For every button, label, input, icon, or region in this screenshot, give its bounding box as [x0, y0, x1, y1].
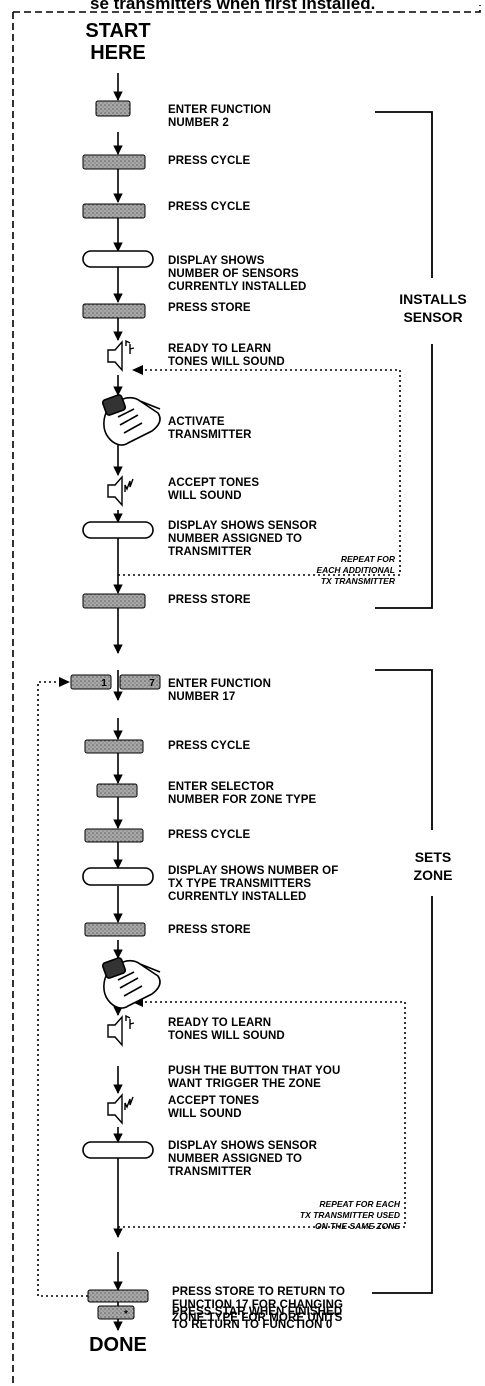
section-installs-sensor: INSTALLS SENSOR [399, 291, 467, 325]
hand-transmitter-icon-1 [101, 394, 161, 446]
store-key-2 [82, 593, 146, 609]
step-label: PRESS STORE [168, 594, 251, 606]
star-key-glyph: * [124, 1309, 128, 1320]
hand-transmitter-icons [101, 394, 161, 1009]
page-header: se transmitters when first installed. [90, 0, 376, 13]
cycle-key-3 [84, 739, 144, 754]
key-glyphs: 1 7 * [101, 678, 155, 1320]
step-label: READY TO LEARN TONES WILL SOUND [168, 343, 285, 368]
star-key [97, 1305, 135, 1320]
step-label: DISPLAY SHOWS SENSOR NUMBER ASSIGNED TO … [168, 520, 317, 558]
speaker-icon-1 [107, 339, 135, 372]
cycle-key-1 [82, 154, 146, 170]
key-1 [70, 674, 112, 690]
display-1 [82, 250, 154, 268]
step-label: ENTER FUNCTION NUMBER 17 [168, 678, 271, 703]
step-label: ENTER SELECTOR NUMBER FOR ZONE TYPE [168, 781, 317, 806]
step-label: PRESS CYCLE [168, 155, 251, 167]
loop-paths [37, 369, 406, 1297]
step-label: ENTER FUNCTION NUMBER 2 [168, 104, 271, 129]
start-label: START HERE [85, 20, 151, 64]
step-label: ACCEPT TONES WILL SOUND [168, 477, 260, 502]
step-label: PRESS CYCLE [168, 829, 251, 841]
step-label: DISPLAY SHOWS SENSOR NUMBER ASSIGNED TO … [168, 1140, 317, 1178]
display-4 [82, 1141, 154, 1159]
dashed-frame [12, 5, 481, 1386]
key-7-glyph: 7 [149, 678, 155, 689]
section-brackets [372, 111, 433, 1294]
cycle-key-4 [84, 828, 144, 843]
step-label: PRESS STORE [168, 302, 251, 314]
keypad-keys [70, 100, 161, 1320]
step-label: ACCEPT TONES WILL SOUND [168, 1095, 260, 1120]
speaker-icons [107, 339, 135, 1125]
step-label: PUSH THE BUTTON THAT YOU WANT TRIGGER TH… [168, 1065, 341, 1090]
hand-transmitter-icon-2 [101, 957, 161, 1009]
repeat-note-1: REPEAT FOR EACH ADDITIONAL TX TRANSMITTE… [316, 554, 395, 586]
key-1-glyph: 1 [101, 678, 107, 689]
store-key-1 [82, 303, 146, 319]
repeat-note-2: REPEAT FOR EACH TX TRANSMITTER USED ON T… [299, 1199, 400, 1231]
speaker-icon-2 [107, 475, 134, 507]
done-label: DONE [89, 1334, 147, 1356]
step-label: PRESS CYCLE [168, 201, 251, 213]
display-2 [82, 521, 154, 539]
key-2 [95, 100, 131, 117]
step-label: PRESS STAR WHEN FINISHED TO RETURN TO FU… [172, 1306, 343, 1331]
speaker-icon-4 [107, 1093, 134, 1125]
store-key-4 [87, 1289, 149, 1303]
step-label: PRESS CYCLE [168, 740, 251, 752]
step-label: DISPLAY SHOWS NUMBER OF TX TYPE TRANSMIT… [168, 865, 339, 903]
cycle-key-2 [82, 203, 146, 219]
section-sets-zone: SETS ZONE [413, 849, 453, 883]
display-screens [82, 250, 154, 1159]
store-key-3 [84, 922, 146, 937]
key-7 [119, 674, 161, 690]
step-label: DISPLAY SHOWS NUMBER OF SENSORS CURRENTL… [168, 255, 307, 293]
display-3 [82, 867, 154, 886]
step-label: PRESS STORE [168, 924, 251, 936]
step-label: READY TO LEARN TONES WILL SOUND [168, 1017, 285, 1042]
step-label: PRESS STORE TO RETURN TO FUNCTION 17 FOR… [172, 1286, 346, 1324]
selector-key [96, 783, 138, 798]
speaker-icon-3 [107, 1014, 135, 1047]
step-label: ACTIVATE TRANSMITTER [168, 416, 252, 441]
